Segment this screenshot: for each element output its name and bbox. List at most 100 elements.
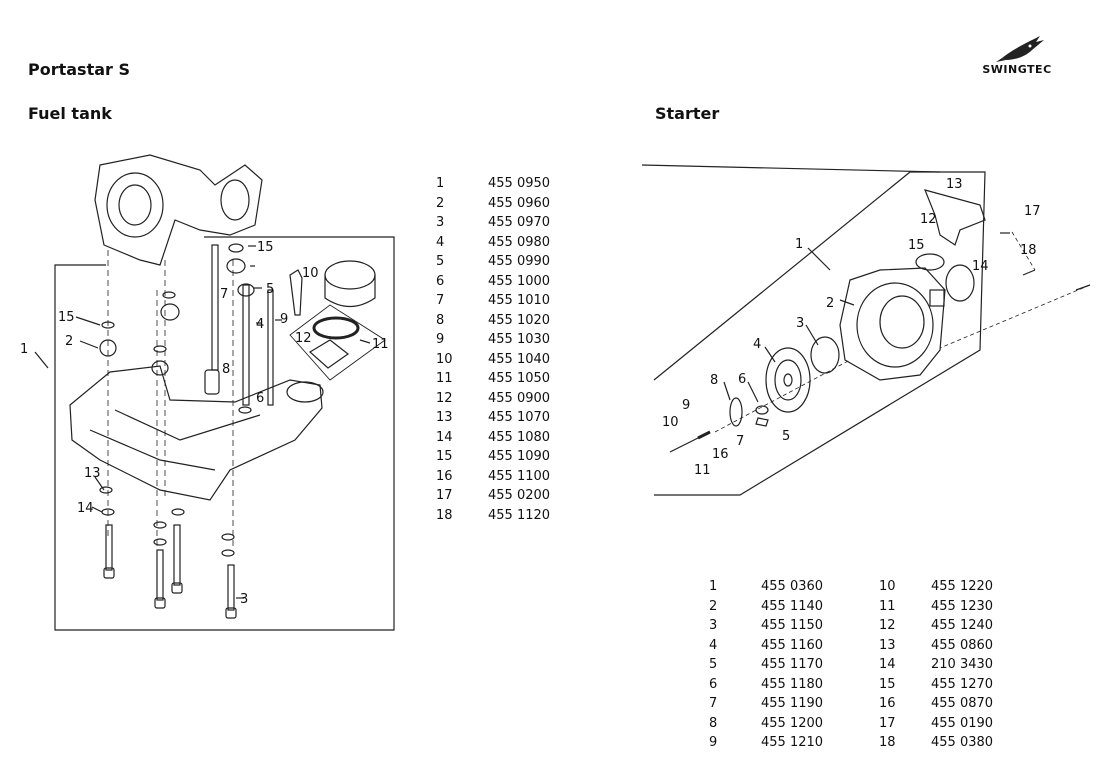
fuel-label-1: 1 (20, 342, 28, 357)
part-code: 455 1020 (488, 312, 551, 328)
part-number: 5 (436, 254, 445, 269)
fuel-tank-drawing: 1 2 3 4 5 6 7 8 9 10 11 12 13 14 15 15 (20, 154, 395, 631)
document-title: Portastar S (28, 60, 131, 79)
part-number: 4 (436, 234, 445, 250)
part-code: 455 0360 (761, 579, 824, 594)
part-row: 2 455 0960 (436, 194, 603, 214)
part-number: 9 (709, 735, 718, 750)
part-code: 455 0380 (931, 735, 994, 750)
part-number: 4 (709, 637, 718, 653)
part-number: 6 (709, 676, 718, 692)
part-code: 455 1200 (761, 715, 824, 731)
part-number: 16 (436, 468, 453, 484)
starter-label-15: 15 (908, 238, 925, 253)
part-row: 6 455 1000 (436, 272, 603, 292)
part-code: 455 0190 (931, 715, 994, 731)
part-row: 8 455 1200 (709, 714, 876, 734)
starter-label-13: 13 (946, 177, 963, 192)
part-code: 455 0950 (488, 176, 551, 191)
starter-label-5: 5 (782, 429, 790, 444)
part-code: 455 0970 (488, 215, 551, 230)
starter-label-1: 1 (795, 237, 803, 252)
starter-label-7: 7 (736, 434, 744, 449)
part-code: 455 1170 (761, 657, 824, 672)
part-number: 14 (879, 657, 896, 672)
part-code: 455 1180 (761, 676, 824, 692)
part-number: 1 (709, 579, 718, 594)
part-code: 455 0960 (488, 195, 551, 211)
part-number: 7 (436, 293, 445, 308)
starter-label-2: 2 (826, 296, 834, 311)
part-row: 7 455 1010 (436, 291, 603, 311)
part-number: 5 (709, 657, 718, 672)
part-number: 11 (436, 371, 453, 386)
part-number: 12 (879, 618, 896, 633)
starter-label-14: 14 (972, 259, 989, 274)
part-code: 455 1220 (931, 579, 994, 594)
fuel-label-15a: 15 (58, 310, 75, 325)
part-code: 455 1080 (488, 429, 551, 445)
part-code: 455 1000 (488, 273, 551, 289)
fuel-label-2: 2 (65, 334, 73, 349)
starter-label-8: 8 (710, 373, 718, 388)
part-row: 15 455 1090 (436, 447, 603, 467)
part-code: 455 1270 (931, 676, 994, 692)
part-code: 455 1070 (488, 410, 551, 425)
part-number: 16 (879, 696, 896, 711)
fuel-label-7: 7 (220, 287, 228, 302)
fuel-label-10: 10 (302, 266, 319, 281)
part-code: 455 0200 (488, 488, 551, 503)
part-number: 18 (436, 507, 453, 523)
part-code: 455 1090 (488, 449, 551, 464)
part-number: 6 (436, 273, 445, 289)
part-code: 455 1010 (488, 293, 551, 308)
part-number: 15 (879, 676, 896, 692)
brand-name: SWINGTEC (982, 63, 1052, 76)
brand-logo: SWINGTEC (972, 30, 1062, 78)
part-code: 455 1140 (761, 598, 824, 614)
fuel-label-13: 13 (84, 466, 101, 481)
starter-label-3: 3 (796, 316, 804, 331)
part-number: 8 (436, 312, 445, 328)
part-number: 14 (436, 429, 453, 445)
part-number: 18 (879, 735, 896, 750)
starter-label-18: 18 (1020, 243, 1037, 258)
part-code: 455 0870 (931, 696, 994, 711)
part-row: 4 455 1160 (709, 636, 876, 656)
fuel-label-5: 5 (266, 282, 274, 297)
part-number: 2 (436, 195, 445, 211)
part-code: 455 0980 (488, 234, 551, 250)
part-code: 455 1230 (931, 598, 994, 614)
starter-label-10: 10 (662, 415, 679, 430)
part-code: 455 1100 (488, 468, 551, 484)
part-code: 210 3430 (931, 657, 994, 672)
part-row: 16 455 0870 (879, 694, 1046, 714)
part-number: 7 (709, 696, 718, 711)
part-number: 8 (709, 715, 718, 731)
part-row: 14 455 1080 (436, 428, 603, 448)
starter-label-12: 12 (920, 212, 937, 227)
part-number: 12 (436, 390, 453, 406)
part-code: 455 1160 (761, 637, 824, 653)
part-row: 5 455 1170 (709, 655, 876, 675)
part-number: 3 (436, 215, 445, 230)
fuel-label-6: 6 (256, 391, 264, 406)
part-code: 455 1190 (761, 696, 824, 711)
starter-label-16: 16 (712, 447, 729, 462)
part-number: 15 (436, 449, 453, 464)
fuel-label-9: 9 (280, 312, 288, 327)
part-number: 3 (709, 618, 718, 633)
